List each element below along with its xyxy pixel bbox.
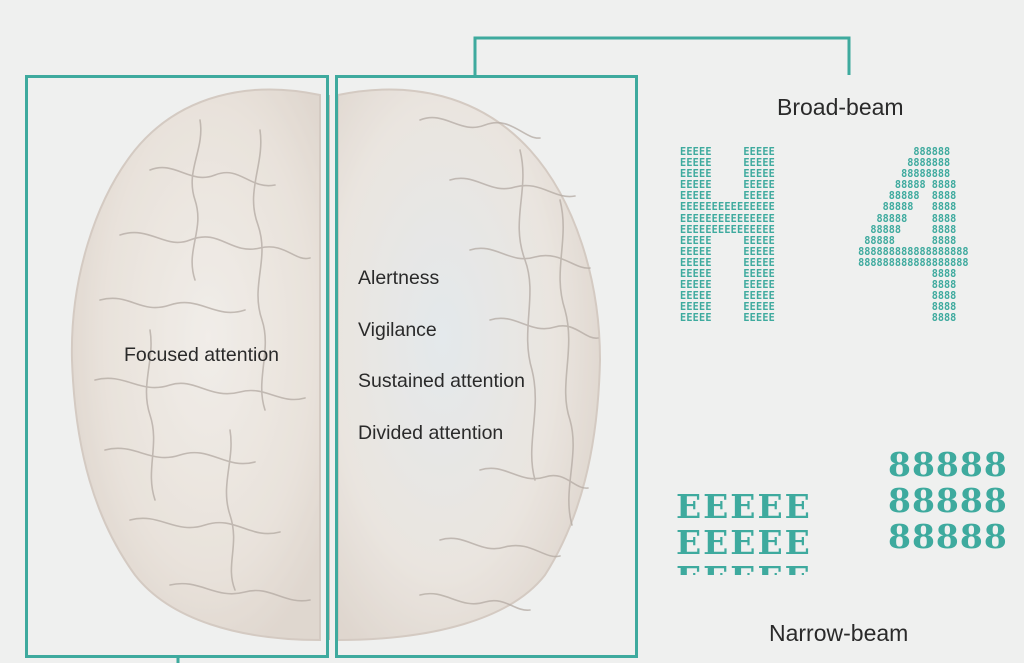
letter-h-row: EEEEE EEEEE (680, 180, 776, 192)
digit-4-row: 88888 8888 (852, 180, 957, 192)
letter-h-row: EEEEE EEEEE (680, 169, 776, 181)
digit-4-row: 8888 (852, 269, 957, 281)
digit-4-row: 88888 8888 (852, 224, 957, 236)
letter-h-row: EEEEE EEEEE (680, 235, 776, 247)
letter-h-row: EEEEEEEEEEEEEEE (680, 213, 776, 225)
digit-4-row: 8888 (852, 280, 957, 292)
letter-h-row: EEEEEEEEEEEEEEE (680, 224, 776, 236)
big-8-row: 88888 (888, 517, 1008, 556)
right-hemisphere-shape (337, 88, 602, 642)
big-8-row: 88888 (888, 445, 1008, 484)
letter-h-row: EEEEE EEEEE (680, 302, 776, 314)
digit-4-row: 888888 (852, 147, 951, 158)
digit-4-row: 88888888 (852, 169, 951, 181)
letter-h-row: EEEEEEEEEEEEEEE (680, 202, 776, 214)
digit-4-row: 8888 (852, 302, 957, 314)
big-e-row: EEEEE (676, 523, 812, 562)
digit-4-row: 8888 (852, 313, 957, 325)
digit-4-row: 88888 8888 (852, 213, 957, 225)
letter-h-row: EEEEE EEEEE (680, 313, 776, 325)
letter-h-row: EEEEE EEEEE (680, 191, 776, 203)
alertness-label: Alertness (358, 267, 440, 289)
focused-attention-label: Focused attention (124, 344, 280, 366)
divided-attention-label: Divided attention (358, 422, 504, 444)
letter-h-row: EEEEE EEEEE (680, 158, 776, 170)
brain-folds (94, 116, 599, 611)
broad-beam-digit-4: 888888 8888888 88888888 88888 8888 88888… (852, 147, 969, 325)
connector-top (473, 36, 851, 75)
digit-4-row: 88888 8888 (852, 202, 957, 214)
narrow-beam-label: Narrow-beam (769, 620, 909, 646)
digit-4-row: 888888888888888888 (852, 246, 969, 258)
letter-h-row: EEEEE EEEEE (680, 291, 776, 303)
letter-h-row: EEEEE EEEEE (680, 147, 776, 158)
diffuse-attention-frame (335, 75, 638, 658)
vigilance-label: Vigilance (358, 319, 437, 341)
broad-beam-label: Broad-beam (777, 94, 904, 120)
digit-4-row: 888888888888888888 (852, 257, 969, 269)
big-e-row: EEEEE (676, 561, 816, 576)
sustained-attention-label: Sustained attention (358, 370, 525, 392)
digit-4-row: 88888 8888 (852, 235, 957, 247)
letter-h-row: EEEEE EEEEE (680, 269, 776, 281)
letter-h-row: EEEEE EEEEE (680, 246, 776, 258)
focused-attention-frame (25, 75, 329, 658)
big-e-row: EEEEE (676, 487, 812, 526)
digit-4-row: 8888888 (852, 158, 951, 170)
digit-4-row: 88888 8888 (852, 191, 957, 203)
digit-4-row: 8888 (852, 291, 957, 303)
letter-h-row: EEEEE EEEEE (680, 280, 776, 292)
letter-h-row: EEEEE EEEEE (680, 257, 776, 269)
big-8-row: 88888 (888, 481, 1008, 520)
